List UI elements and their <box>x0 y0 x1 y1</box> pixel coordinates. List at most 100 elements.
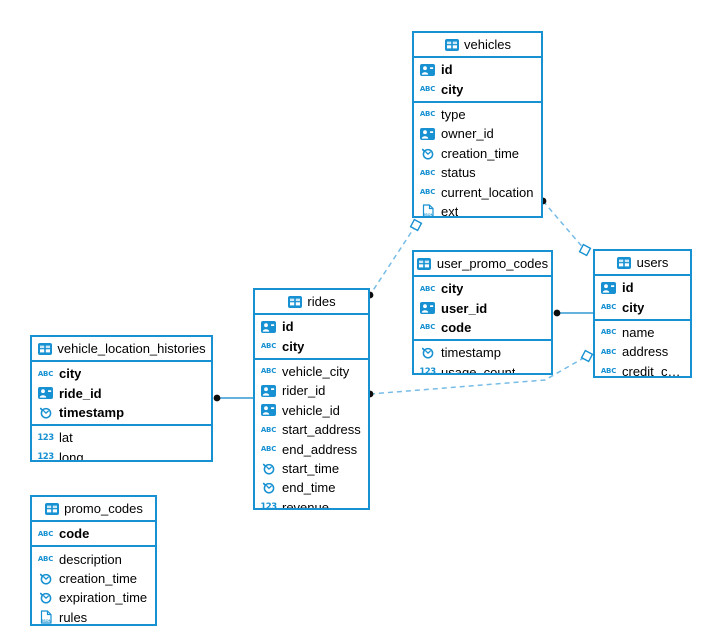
clock-icon <box>260 481 277 494</box>
clock-icon <box>419 147 436 160</box>
field-name[interactable]: ABC name <box>595 323 690 342</box>
json-icon: JSON <box>37 610 54 624</box>
field-label: id <box>282 319 294 335</box>
abc-icon: ABC <box>260 425 277 434</box>
field-end_time[interactable]: end_time <box>255 478 368 497</box>
connection-user_promo_codes-users[interactable] <box>553 309 593 317</box>
id-icon <box>419 302 436 315</box>
field-timestamp[interactable]: timestamp <box>32 403 211 422</box>
id-icon <box>37 387 54 400</box>
cardinality-diamond <box>409 218 423 232</box>
field-label: id <box>441 62 453 78</box>
connection-vehicle_location_histories-rides[interactable] <box>213 394 253 402</box>
id-icon <box>419 127 436 140</box>
field-expiration_time[interactable]: expiration_time <box>32 588 155 607</box>
json-icon: JSON <box>419 204 436 217</box>
abc-icon: ABC <box>600 328 617 337</box>
abc-icon: ABC <box>419 188 436 197</box>
field-label: ride_id <box>59 385 102 401</box>
field-label: timestamp <box>59 404 125 420</box>
field-current_location[interactable]: ABC current_location <box>414 182 541 201</box>
field-label: type <box>441 106 466 122</box>
connection-vehicles-users[interactable] <box>539 197 592 257</box>
table-header-rides[interactable]: rides <box>255 290 368 315</box>
table-header-vehicles[interactable]: vehicles <box>414 33 541 58</box>
field-label: city <box>622 299 645 315</box>
field-status[interactable]: ABC status <box>414 163 541 182</box>
table-header-user_promo_codes[interactable]: user_promo_codes <box>414 252 551 277</box>
abc-icon: ABC <box>600 347 617 356</box>
id-icon <box>260 384 277 397</box>
field-vehicle_id[interactable]: vehicle_id <box>255 401 368 420</box>
field-label: vehicle_city <box>282 363 350 379</box>
abc-icon: ABC <box>37 369 54 378</box>
field-city[interactable]: ABC city <box>32 364 211 383</box>
field-label: city <box>59 366 82 382</box>
table-header-users[interactable]: users <box>595 251 690 276</box>
field-label: code <box>59 526 90 542</box>
svg-text:JSON: JSON <box>423 213 434 217</box>
table-icon <box>617 256 632 269</box>
table-header-vehicle_location_histories[interactable]: vehicle_location_histories <box>32 337 211 362</box>
field-label: creation_time <box>59 570 138 586</box>
table-title: promo_codes <box>64 501 143 516</box>
field-city[interactable]: ABC city <box>414 79 541 98</box>
field-label: usage_count <box>441 364 516 375</box>
field-id[interactable]: id <box>414 60 541 79</box>
field-label: city <box>441 81 464 97</box>
field-label: id <box>622 280 634 296</box>
field-user_id[interactable]: user_id <box>414 298 551 317</box>
field-id[interactable]: id <box>255 317 368 336</box>
field-label: current_location <box>441 184 534 200</box>
field-label: status <box>441 165 476 181</box>
id-icon <box>419 63 436 76</box>
abc-icon: ABC <box>419 85 436 94</box>
field-start_time[interactable]: start_time <box>255 459 368 478</box>
field-label: name <box>622 324 655 340</box>
id-icon <box>260 320 277 333</box>
abc-icon: ABC <box>419 168 436 177</box>
field-owner_id[interactable]: owner_id <box>414 124 541 143</box>
clock-icon <box>37 406 54 419</box>
field-label: city <box>282 338 305 354</box>
field-rider_id[interactable]: rider_id <box>255 381 368 400</box>
field-id[interactable]: id <box>595 278 690 297</box>
table-title: user_promo_codes <box>436 256 549 271</box>
abc-icon: ABC <box>260 445 277 454</box>
field-creation_time[interactable]: creation_time <box>32 569 155 588</box>
field-ride_id[interactable]: ride_id <box>32 383 211 402</box>
field-timestamp[interactable]: timestamp <box>414 343 551 362</box>
clock-icon <box>37 572 54 585</box>
cardinality-diamond <box>580 349 594 363</box>
cardinality-diamond <box>578 243 592 257</box>
field-creation_time[interactable]: creation_time <box>414 144 541 163</box>
table-header-promo_codes[interactable]: promo_codes <box>32 497 155 522</box>
abc-icon: ABC <box>419 323 436 332</box>
table-title: users <box>636 255 669 270</box>
